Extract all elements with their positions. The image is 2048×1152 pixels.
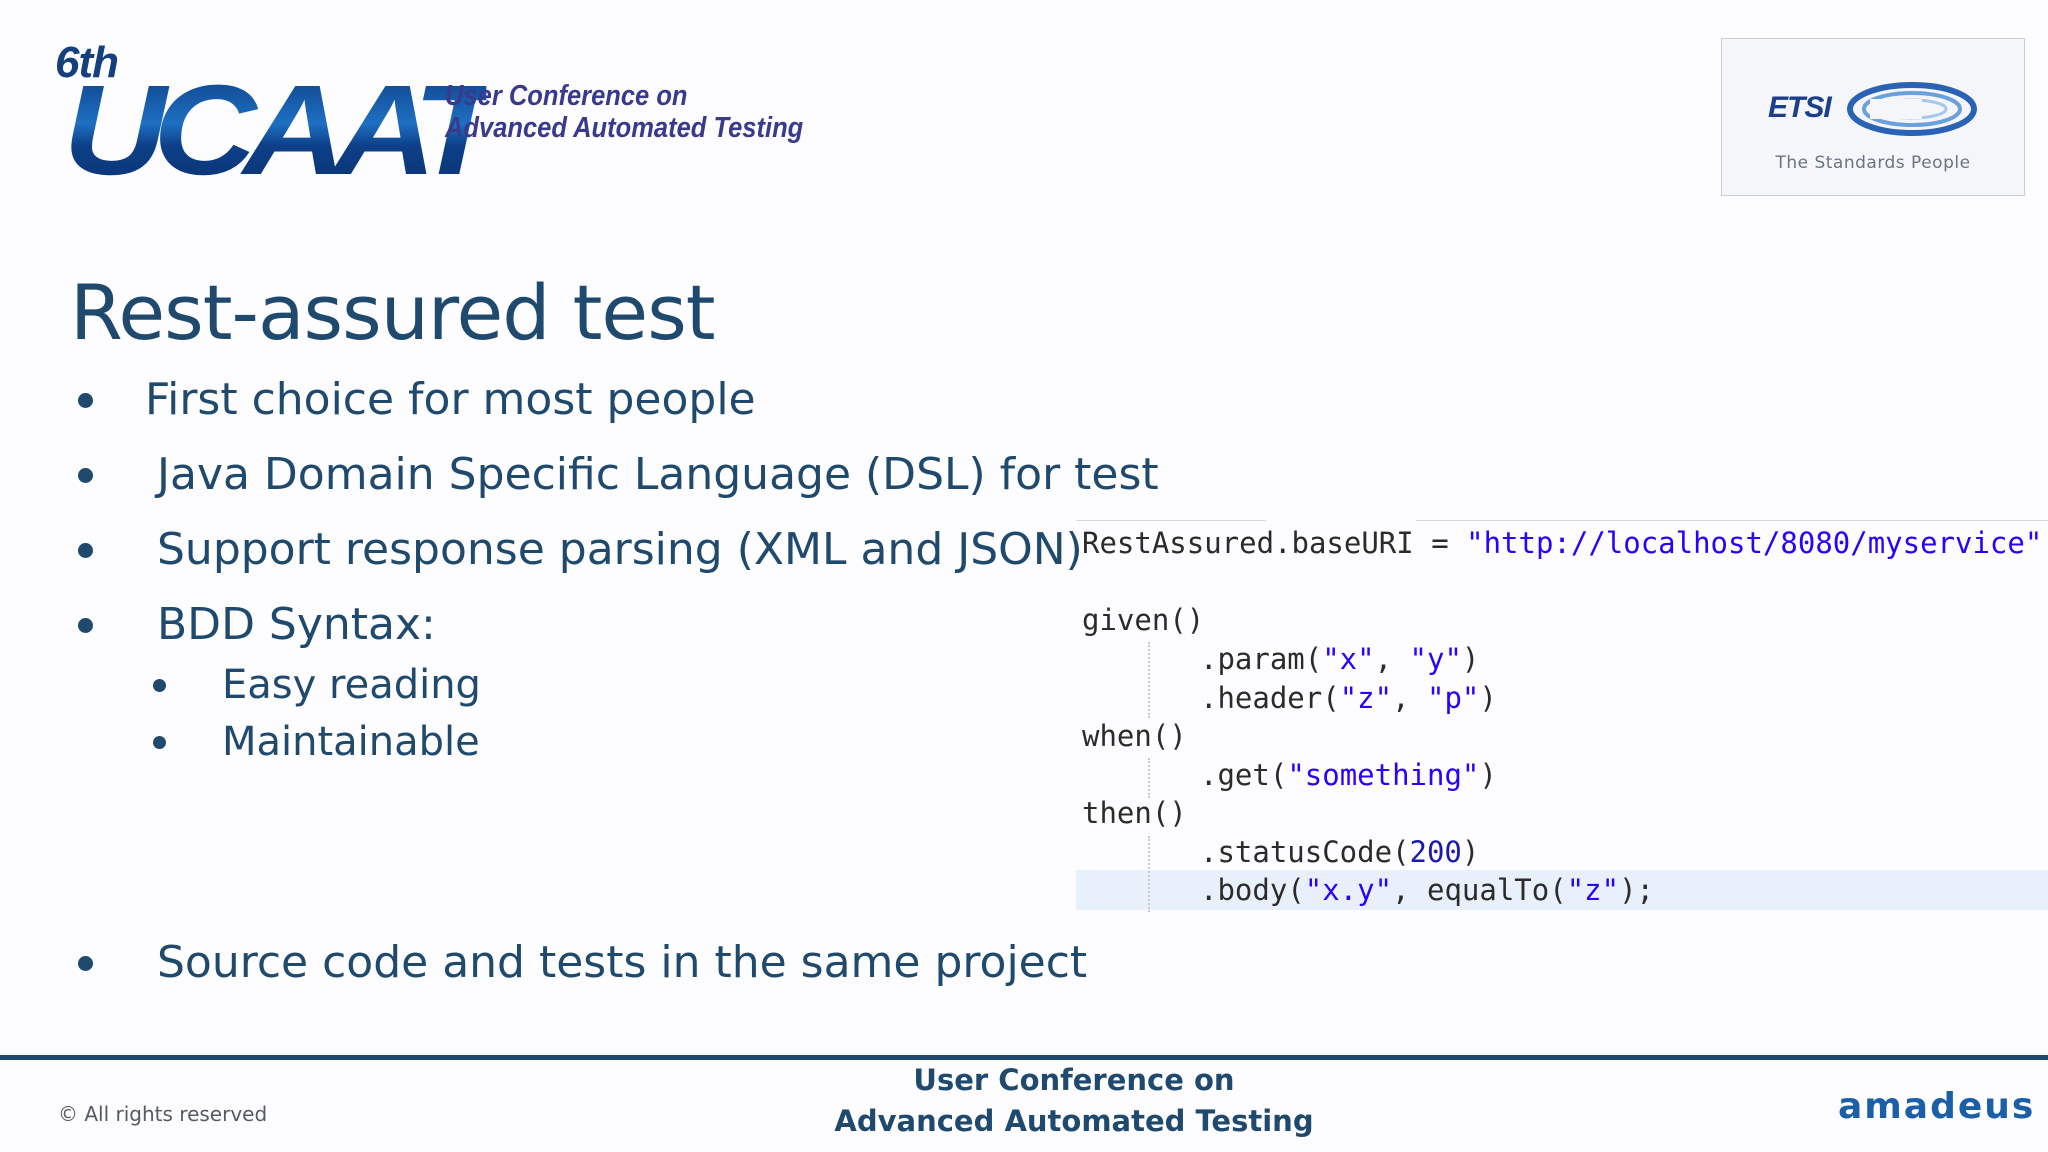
code-token: ) xyxy=(1461,642,1480,676)
bullet-text: Java Domain Specific Language (DSL) for … xyxy=(157,449,1159,500)
code-line: then() xyxy=(1082,794,1187,832)
code-indent-guide xyxy=(1148,836,1150,912)
bullet-dot-icon xyxy=(78,543,93,558)
code-line: .header("z", "p") xyxy=(1200,679,1497,717)
code-line: RestAssured.baseURI = "http://localhost/… xyxy=(1082,524,2042,562)
code-token: , equalTo( xyxy=(1392,873,1567,907)
footer-conference-name: User Conference on Advanced Automated Te… xyxy=(724,1060,1424,1142)
amadeus-logo: amadeus xyxy=(1838,1086,2036,1127)
code-string: "x" xyxy=(1322,642,1375,676)
code-token: .header( xyxy=(1200,681,1340,715)
code-indent-guide xyxy=(1148,642,1150,718)
code-line: .body("x.y", equalTo("z"); xyxy=(1200,871,1654,909)
code-string: "z" xyxy=(1566,873,1620,907)
etsi-logo-name: ETSI xyxy=(1768,91,1832,124)
code-token: ) xyxy=(1461,835,1480,869)
bullet-text: Support response parsing (XML and JSON) xyxy=(157,524,1083,575)
etsi-swoosh-icon xyxy=(1847,82,1977,136)
code-string: "http://localhost/8080/myservice" xyxy=(1466,526,2043,560)
code-token: given() xyxy=(1082,603,1205,637)
ucaat-logo-word: UCAAT xyxy=(63,56,500,206)
bullet-dot-icon xyxy=(78,468,93,483)
etsi-logo-tagline: The Standards People xyxy=(1775,153,1971,173)
code-line: given() xyxy=(1082,601,1204,639)
code-token: ); xyxy=(1619,873,1654,907)
bullet-text: Source code and tests in the same projec… xyxy=(157,937,1088,988)
code-token: then() xyxy=(1082,796,1187,830)
code-token: = xyxy=(1413,526,1467,560)
ucaat-tagline-line2: Advanced Automated Testing xyxy=(445,112,804,144)
code-top-border xyxy=(1076,520,1266,521)
ucaat-logo-edition: 6th xyxy=(55,38,119,88)
bullet-dot-icon xyxy=(153,679,166,692)
code-token: .param( xyxy=(1200,642,1323,676)
bullet-dot-icon xyxy=(78,618,93,633)
slide-title: Rest-assured test xyxy=(70,268,716,357)
code-token: , xyxy=(1392,681,1427,715)
etsi-logo: ETSI The Standards People xyxy=(1721,38,2025,196)
code-string: "x.y" xyxy=(1304,873,1393,907)
code-token: ) xyxy=(1479,758,1497,792)
code-string: "z" xyxy=(1339,681,1393,715)
code-line: .statusCode(200) xyxy=(1200,833,1479,871)
footer-conference-line1: User Conference on xyxy=(913,1063,1235,1097)
code-token: RestAssured.baseURI xyxy=(1082,526,1414,560)
bullet-dot-icon xyxy=(78,393,93,408)
code-token: ) xyxy=(1479,681,1497,715)
code-top-border xyxy=(1416,520,2048,521)
code-line: .param("x", "y") xyxy=(1200,640,1479,678)
code-string: "y" xyxy=(1409,642,1462,676)
code-number: 200 xyxy=(1409,835,1462,869)
code-string: "something" xyxy=(1287,758,1480,792)
sub-bullet-text: Maintainable xyxy=(222,719,480,765)
code-line: when() xyxy=(1082,717,1187,755)
bullet-dot-icon xyxy=(78,956,93,971)
code-highlight-line xyxy=(1076,870,2048,910)
code-indent-guide xyxy=(1148,758,1150,798)
code-token: .body( xyxy=(1200,873,1305,907)
ucaat-logo: 6th UCAAT User Conference on Advanced Au… xyxy=(55,38,815,202)
code-token: .statusCode( xyxy=(1200,835,1410,869)
bullet-text: BDD Syntax: xyxy=(157,599,436,650)
footer-conference-line2: Advanced Automated Testing xyxy=(834,1104,1314,1138)
code-snippet: RestAssured.baseURI = "http://localhost/… xyxy=(1076,520,2048,912)
code-string: "p" xyxy=(1427,681,1480,715)
code-token: , xyxy=(1374,642,1410,676)
code-line: .get("something") xyxy=(1200,756,1497,794)
ucaat-tagline-line1: User Conference on xyxy=(445,80,688,112)
bullet-text: First choice for most people xyxy=(145,374,756,425)
code-token: when() xyxy=(1082,719,1187,753)
ucaat-logo-tagline: User Conference on Advanced Automated Te… xyxy=(445,80,803,144)
copyright-text: © All rights reserved xyxy=(58,1102,268,1126)
bullet-dot-icon xyxy=(153,736,166,749)
footer-divider xyxy=(0,1055,2048,1060)
sub-bullet-text: Easy reading xyxy=(222,662,481,708)
code-token: .get( xyxy=(1200,758,1288,792)
